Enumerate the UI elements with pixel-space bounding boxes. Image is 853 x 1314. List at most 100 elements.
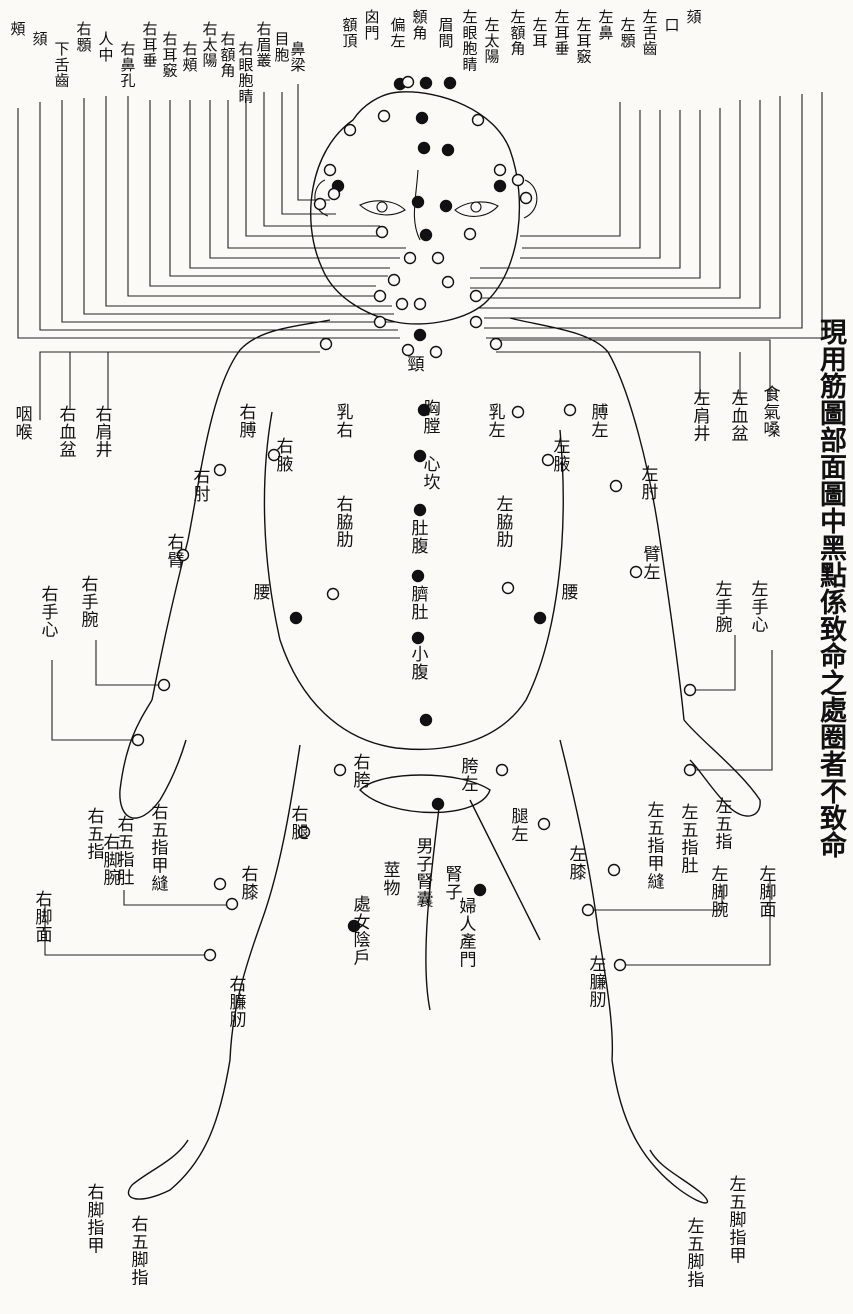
- label-r-armpit: 右腋: [277, 437, 294, 475]
- nonfatal-point: [615, 960, 626, 971]
- fatal-point: [443, 145, 454, 156]
- fatal-point: [445, 78, 456, 89]
- fatal-point: [495, 181, 506, 192]
- nonfatal-point: [315, 199, 326, 210]
- head-label-16: 囟門: [364, 8, 379, 42]
- label-l-arm: 膊左: [592, 403, 609, 441]
- head-label-23: 左耳: [532, 16, 547, 50]
- nonfatal-point: [415, 299, 426, 310]
- nonfatal-point: [473, 115, 484, 126]
- head-label-27: 左顋: [620, 16, 635, 50]
- head-label-10: 右額角: [220, 30, 235, 80]
- head-label-28: 左舌齒: [642, 8, 657, 58]
- nonfatal-point: [215, 879, 226, 890]
- label-r-fingers: 右五指: [88, 807, 105, 863]
- head-label-12: 右眉叢: [256, 20, 271, 70]
- fatal-point: [415, 505, 426, 516]
- nonfatal-point: [215, 465, 226, 476]
- nonfatal-point: [465, 229, 476, 240]
- fatal-point: [421, 715, 432, 726]
- nonfatal-point: [205, 950, 216, 961]
- label-belly: 肚腹: [412, 519, 429, 557]
- label-l-shin: 左臁肕: [590, 955, 607, 1011]
- label-r-basin: 右血盆: [60, 405, 77, 461]
- label-chest: 胸膛: [424, 399, 441, 437]
- label-l-wrist: 左手腕: [716, 580, 733, 636]
- head-label-3: 右顋: [76, 20, 91, 54]
- nonfatal-point: [543, 455, 554, 466]
- label-l-armpit: 左腋: [554, 437, 571, 475]
- fatal-point: [413, 197, 424, 208]
- head-label-22: 左額角: [510, 8, 525, 58]
- nonfatal-point: [405, 253, 416, 264]
- label-r-knee: 右膝: [242, 865, 259, 903]
- fatal-point: [421, 78, 432, 89]
- label-male: 男子腎囊: [417, 837, 434, 911]
- nonfatal-point: [471, 317, 482, 328]
- nonfatal-point: [328, 589, 339, 600]
- fatal-point: [291, 613, 302, 624]
- nonfatal-point: [159, 680, 170, 691]
- label-r-waist: 腰: [254, 583, 271, 603]
- fatal-point: [433, 799, 444, 810]
- label-throat: 咽喉: [16, 405, 33, 443]
- nonfatal-point: [431, 347, 442, 358]
- nonfatal-point: [497, 765, 508, 776]
- head-label-11: 右眼胞睛: [238, 40, 253, 105]
- label-r-thigh: 右腿: [292, 805, 309, 843]
- nonfatal-point: [609, 865, 620, 876]
- label-l-qi: 食氣嗓: [764, 385, 781, 441]
- label-r-toenail: 右脚指甲: [88, 1183, 105, 1257]
- label-female: 婦人產門: [460, 897, 477, 971]
- nonfatal-point: [321, 339, 332, 350]
- head-label-7: 右耳竅: [162, 30, 177, 80]
- label-r-elbow: 右肘: [194, 467, 211, 505]
- head-label-5: 右鼻孔: [120, 40, 135, 90]
- nonfatal-point: [611, 481, 622, 492]
- label-neck: 頸: [408, 355, 425, 375]
- nonfatal-point: [685, 765, 696, 776]
- label-l-instep: 左脚面: [760, 865, 777, 921]
- label-r-instep: 右脚面: [36, 890, 53, 946]
- label-navel: 臍肚: [412, 585, 429, 623]
- head-label-19: 眉間: [438, 16, 453, 50]
- nonfatal-point: [539, 819, 550, 830]
- nonfatal-point: [335, 765, 346, 776]
- label-l-finger-belly: 左五指肚: [682, 803, 699, 877]
- nonfatal-point: [389, 275, 400, 286]
- label-l-knee: 左膝: [570, 845, 587, 883]
- fatal-point: [535, 613, 546, 624]
- nonfatal-point: [403, 345, 414, 356]
- head-label-9: 右太陽: [202, 20, 217, 70]
- head-label-15: 額頂: [342, 16, 357, 50]
- fatal-point: [419, 143, 430, 154]
- label-l-palm: 左手心: [752, 580, 769, 636]
- nonfatal-point: [375, 291, 386, 302]
- label-virgin: 處女陰戶: [354, 895, 371, 969]
- label-l-ankle: 左脚腕: [712, 865, 729, 921]
- label-r-nail: 右五指甲縫: [152, 803, 169, 894]
- label-r-rib: 右脇肋: [337, 495, 354, 551]
- nonfatal-point: [377, 227, 388, 238]
- head-label-17: 偏左: [390, 16, 405, 50]
- label-l-thigh: 腿左: [512, 807, 529, 845]
- head-label-30: 頦: [686, 8, 701, 26]
- nonfatal-point: [379, 111, 390, 122]
- nonfatal-point: [521, 193, 532, 204]
- fatal-point: [441, 201, 452, 212]
- head-label-24: 左耳垂: [554, 8, 569, 58]
- nonfatal-point: [375, 317, 386, 328]
- nonfatal-point: [329, 189, 340, 200]
- head-label-4: 人中: [98, 30, 113, 64]
- nonfatal-point: [133, 735, 144, 746]
- label-l-elbow: 左肘: [642, 465, 659, 503]
- label-l-toe: 左五脚指: [688, 1217, 705, 1291]
- head-label-20: 左眼胞睛: [462, 8, 477, 73]
- nonfatal-point: [631, 567, 642, 578]
- label-l-fingers: 左五指: [716, 797, 733, 853]
- nonfatal-point: [345, 125, 356, 136]
- nonfatal-point: [403, 77, 414, 88]
- label-r-breast: 乳右: [337, 403, 354, 441]
- label-l-forearm: 臂左: [644, 545, 661, 583]
